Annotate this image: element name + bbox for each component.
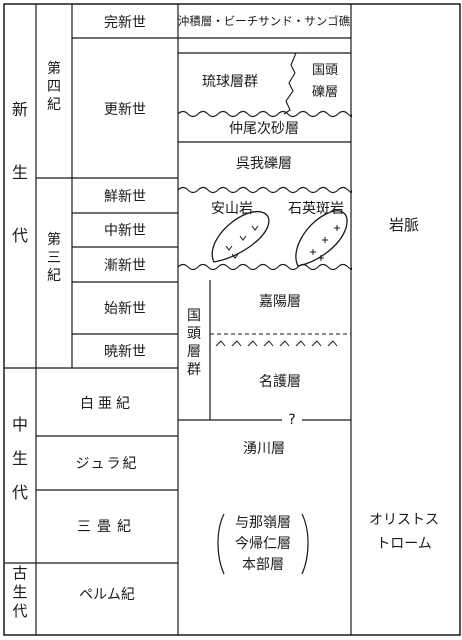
right-dike: 岩脈: [389, 216, 419, 234]
unconformity-kayo-top: [177, 263, 353, 271]
formation-yonamine: 与那嶺層: [235, 515, 291, 531]
unconformity-gogane-bottom: [177, 186, 353, 194]
quartz-porphyry-marks: [310, 225, 340, 261]
formation-nakijin: 今帰仁層: [235, 535, 291, 552]
period-triassic: 三畳紀: [77, 519, 137, 535]
formation-ryukyu-group: 琉球層群: [202, 74, 258, 90]
era-paleozoic: 古生代: [12, 564, 27, 620]
unconformity-ryukyu-bottom: [177, 110, 353, 118]
formation-andesite: 安山岩: [211, 201, 253, 217]
epoch-eocene: 始新世: [104, 301, 146, 317]
formation-kunigami-gravel-line2: 礫層: [312, 84, 338, 100]
era-cenozoic: 新生代: [12, 100, 28, 245]
period-tertiary: 第三紀: [47, 231, 61, 284]
right-olistostrome-line1: オリストス: [369, 512, 439, 528]
epoch-miocene: 中新世: [104, 223, 146, 239]
formation-yuna: 湧川層: [243, 441, 285, 457]
formation-kayo: 嘉陽層: [259, 294, 301, 310]
right-olistostrome-line2: トローム: [376, 536, 432, 552]
formation-nago: 名護層: [259, 374, 301, 390]
period-quaternary: 第四紀: [47, 60, 61, 113]
period-jurassic: ジュラ紀: [75, 456, 138, 472]
unconformity-kunigami-ryukyu: [283, 52, 297, 115]
formation-kunigami-gravel-line1: 国頭: [312, 63, 338, 78]
epoch-pliocene: 鮮新世: [104, 189, 146, 205]
period-cretaceous: 白亜紀: [80, 396, 134, 412]
formation-gogane-gravel: 呉我礫層: [236, 156, 292, 172]
epoch-pleistocene: 更新世: [104, 102, 146, 118]
period-permian: ペルム紀: [79, 587, 135, 603]
epoch-paleocene: 暁新世: [104, 344, 146, 360]
bracket-right: [301, 513, 309, 575]
angular-marks: [215, 340, 338, 347]
outer-frame: [3, 3, 461, 636]
quartz-porphyry-body-shape: [295, 210, 348, 267]
formation-quartz-porphyry: 石英斑岩: [288, 200, 344, 217]
formation-unknown-boundary: ?: [288, 412, 295, 428]
andesite-marks: [225, 225, 259, 259]
formation-motobu: 本部層: [242, 557, 284, 573]
era-mesozoic: 中生代: [12, 415, 28, 502]
andesite-body-shape: [211, 211, 270, 263]
epoch-holocene: 完新世: [104, 15, 146, 31]
formation-kunigami-group: 国頭層群: [187, 308, 201, 378]
formation-alluvium: 沖積層・ビーチサンド・サンゴ礁: [178, 14, 351, 28]
epoch-oligocene: 漸新世: [104, 258, 146, 274]
bracket-left: [217, 513, 225, 575]
formation-nakaoshi-sand: 仲尾次砂層: [229, 121, 299, 137]
